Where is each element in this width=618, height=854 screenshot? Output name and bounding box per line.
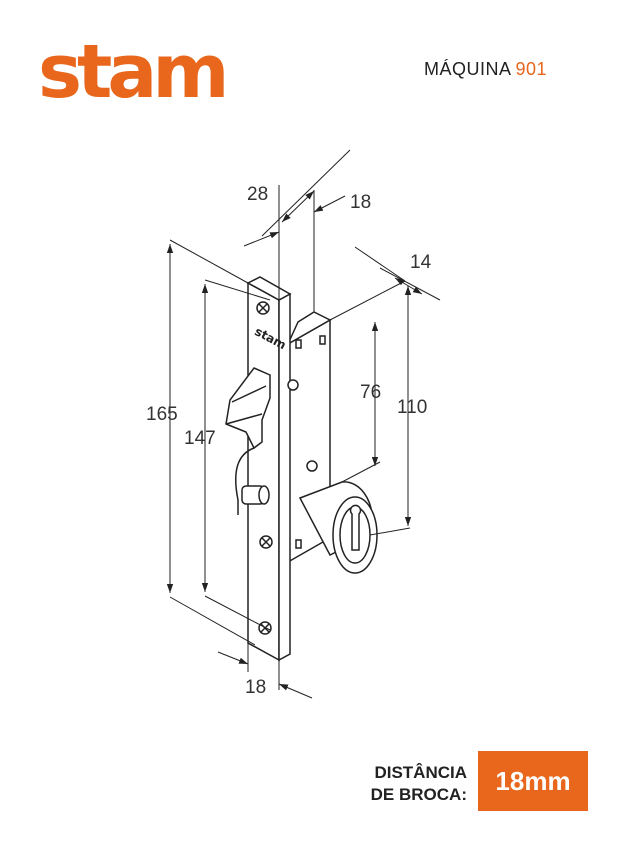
keyhole [349,504,362,551]
case-hole-upper [287,379,299,391]
dim-faceplate-height: 165 [146,404,178,425]
dim-line-18-top [243,231,280,247]
drill-distance-label: DISTÂNCIA DE BROCA: [364,762,467,806]
case-slot-2 [319,335,326,345]
stam-logo: stam [38,29,229,115]
case-slot-3 [295,539,302,549]
dim-backset-bottom: 18 [245,677,266,698]
lock-body [225,276,378,662]
dim-line-18-bottom [217,651,249,665]
hook-latch [225,367,271,450]
model-number: 901 [515,59,548,79]
dim-case-depth: 14 [410,252,432,273]
dim-cylinder-height: 110 [397,397,427,418]
case-hole-lower [306,460,318,472]
drill-distance-badge: 18mm [478,751,588,811]
faceplate-slot [235,447,255,515]
drill-label-line2: DE BROCA: [370,785,467,804]
dimension-values: 28 18 14 165 147 76 110 18 [146,184,432,698]
screw-top [256,301,270,315]
hook-latch-face [225,385,267,425]
dimension-lines [166,149,441,699]
model-label: MÁQUINA [424,59,512,79]
case-slot-1 [295,339,302,349]
dim-case-height: 147 [184,428,216,449]
drill-label-line1: DISTÂNCIA [374,763,467,782]
dim-line-28 [261,149,351,237]
dim-cylinder-offset: 76 [360,382,381,403]
dim-backset-top: 18 [350,192,371,213]
screw-bottom [258,621,272,635]
plate-bolt-end [258,485,270,505]
dim-faceplate-width: 28 [247,184,268,205]
screw-middle [259,535,273,549]
